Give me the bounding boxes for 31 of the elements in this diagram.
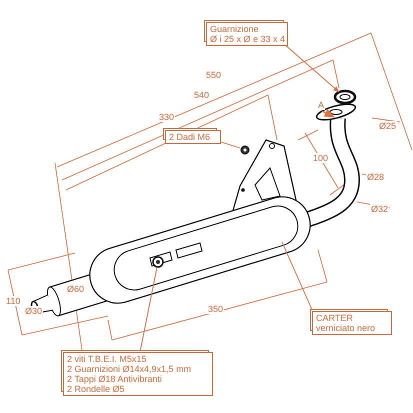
leader-line <box>140 266 158 352</box>
dimension-label: 550 <box>205 70 222 80</box>
dimension-label: Ø25 <box>378 121 398 131</box>
dimension-label: 330 <box>158 112 176 122</box>
bolt <box>152 256 164 268</box>
dimension-label: A <box>317 100 326 110</box>
callout-text: Ø i 25 x Ø e 33 x 4 <box>210 34 284 44</box>
callout-text: Guarnizione <box>210 24 260 34</box>
gasket-ring <box>334 90 356 104</box>
callout-text: 2 Guarnizioni Ø14x4,9x1,5 mm <box>67 364 192 374</box>
dimension-label: Ø32 <box>370 204 390 214</box>
callout-text: CARTER <box>316 313 354 323</box>
leader-line <box>220 142 240 148</box>
nut <box>240 146 250 154</box>
leader-line <box>284 44 340 92</box>
dimension-label: 540 <box>193 90 210 100</box>
callout-box <box>165 130 221 144</box>
dimension-label: 350 <box>207 304 224 314</box>
callout-text: verniciato nero <box>316 323 376 333</box>
callout-box <box>206 22 288 46</box>
callout-text: 2 Tappi Ø18 Antivibranti <box>67 374 163 384</box>
dimension-label: 100 <box>312 153 330 163</box>
callout-box <box>312 311 392 335</box>
dimension-label: Ø60 <box>66 284 86 294</box>
dimension-label: 110 <box>5 296 22 306</box>
dimension-label: Ø30 <box>24 306 44 316</box>
dimension-label: Ø28 <box>366 172 386 182</box>
callout-text: 2 viti T.B.E.I. M5x15 <box>67 354 148 364</box>
callout-box <box>63 352 213 396</box>
callout-text: 2 Dadi M6 <box>169 132 212 142</box>
callout-text: 2 Rondelle Ø5 <box>67 384 126 394</box>
